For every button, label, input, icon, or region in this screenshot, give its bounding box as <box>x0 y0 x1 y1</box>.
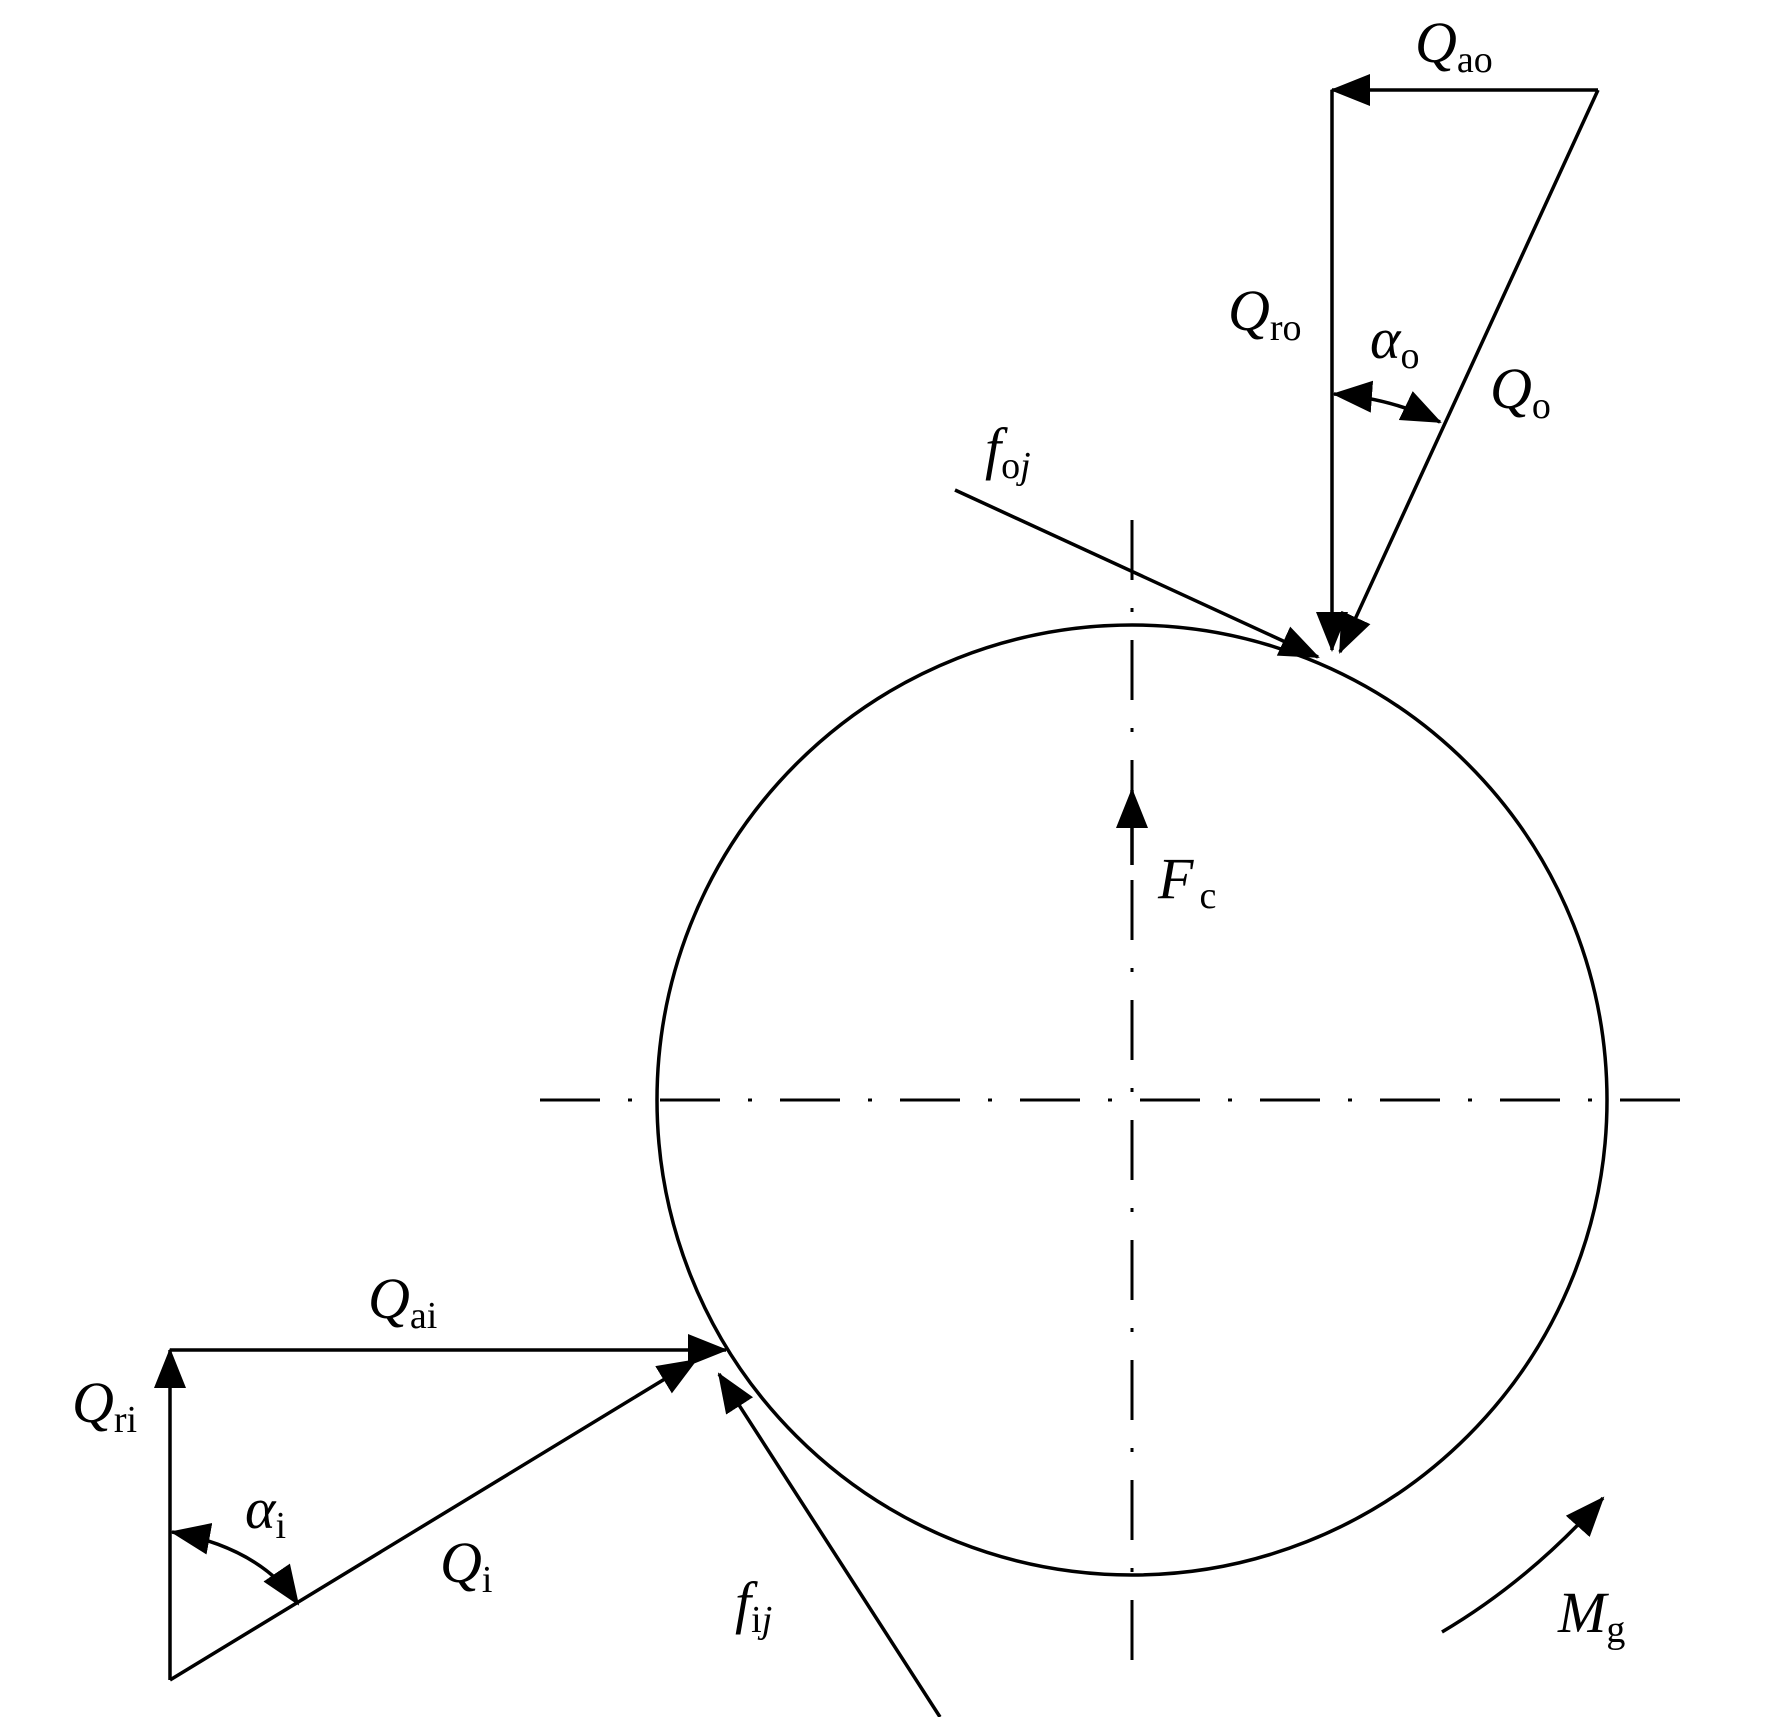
label-q-i: Qi <box>440 1530 492 1601</box>
foj-arrow <box>954 488 1320 659</box>
mg-arrow <box>1441 1496 1605 1634</box>
ball-circle <box>655 623 1609 1577</box>
label-f-ij: fij <box>735 1570 772 1641</box>
label-q-ri: Qri <box>72 1370 137 1441</box>
fij-arrow <box>717 1372 942 1717</box>
qi-arrow <box>169 1358 698 1682</box>
label-alpha-i: αi <box>245 1476 286 1547</box>
label-q-ro: Qro <box>1228 278 1302 349</box>
alpha-o-arc <box>1332 380 1442 424</box>
label-q-ao: Qao <box>1415 10 1493 81</box>
alpha-i-arc <box>170 1523 300 1606</box>
label-q-o: Qo <box>1490 356 1551 427</box>
label-m-g: Mg <box>1557 1580 1625 1651</box>
label-q-ai: Qai <box>368 1266 437 1337</box>
label-alpha-o: αo <box>1370 306 1419 377</box>
qo-arrow <box>1338 89 1600 654</box>
label-f-oj: foj <box>985 416 1031 487</box>
